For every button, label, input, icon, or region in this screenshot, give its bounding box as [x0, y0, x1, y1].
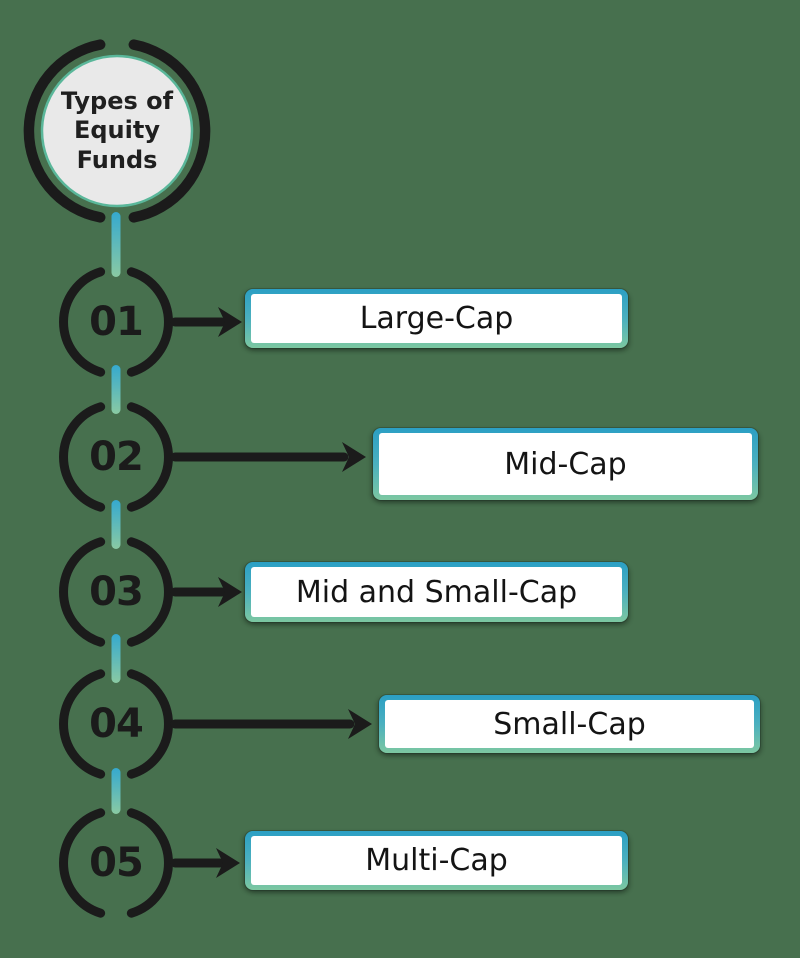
diagram-title-text: Types of Equity Funds: [60, 87, 174, 174]
flow-box-label: Multi-Cap: [251, 836, 622, 885]
flow-box-mid-cap: Mid-Cap: [373, 428, 758, 500]
flow-box-mid-and-small-cap: Mid and Small-Cap: [245, 562, 628, 622]
flow-box-multi-cap: Multi-Cap: [245, 831, 628, 890]
arrow-icon-5: [170, 848, 240, 878]
flow-box-small-cap: Small-Cap: [379, 695, 760, 753]
arrow-icon-4: [170, 709, 372, 739]
connector-segment-5: [111, 768, 121, 814]
step-number-2: 02: [89, 434, 144, 480]
step-ring-4-left: [59, 669, 106, 779]
step-ring-4-right: [126, 669, 173, 779]
step-number-3: 03: [89, 569, 144, 615]
flow-box-label: Large-Cap: [251, 294, 622, 343]
connector-segment-3: [111, 500, 121, 549]
step-ring-5-left: [59, 808, 106, 918]
step-number-4: 04: [89, 701, 144, 747]
arrow-icon-1: [170, 307, 242, 337]
diagram-title: Types of Equity Funds: [42, 61, 192, 201]
top-circle-ring-right: [128, 39, 211, 223]
step-ring-2-left: [59, 402, 106, 512]
connector-segment-4: [111, 634, 121, 683]
arrow-icon-2: [170, 442, 366, 472]
step-ring-5-right: [126, 808, 173, 918]
flow-box-label: Small-Cap: [385, 700, 754, 748]
step-ring-3-left: [59, 537, 106, 647]
step-ring-1-left: [59, 267, 106, 377]
step-number-1: 01: [89, 299, 144, 345]
step-ring-2-right: [126, 402, 173, 512]
step-number-5: 05: [89, 840, 144, 886]
top-circle-face: [40, 54, 194, 208]
arrow-icon-3: [170, 577, 242, 607]
flow-box-label: Mid and Small-Cap: [251, 567, 622, 617]
connector-segment-2: [111, 365, 121, 414]
flow-box-large-cap: Large-Cap: [245, 289, 628, 348]
connector-segment-1: [111, 212, 121, 277]
flow-box-label: Mid-Cap: [379, 433, 752, 495]
step-ring-1-right: [126, 267, 173, 377]
step-ring-3-right: [126, 537, 173, 647]
top-circle-ring-left: [23, 39, 106, 223]
